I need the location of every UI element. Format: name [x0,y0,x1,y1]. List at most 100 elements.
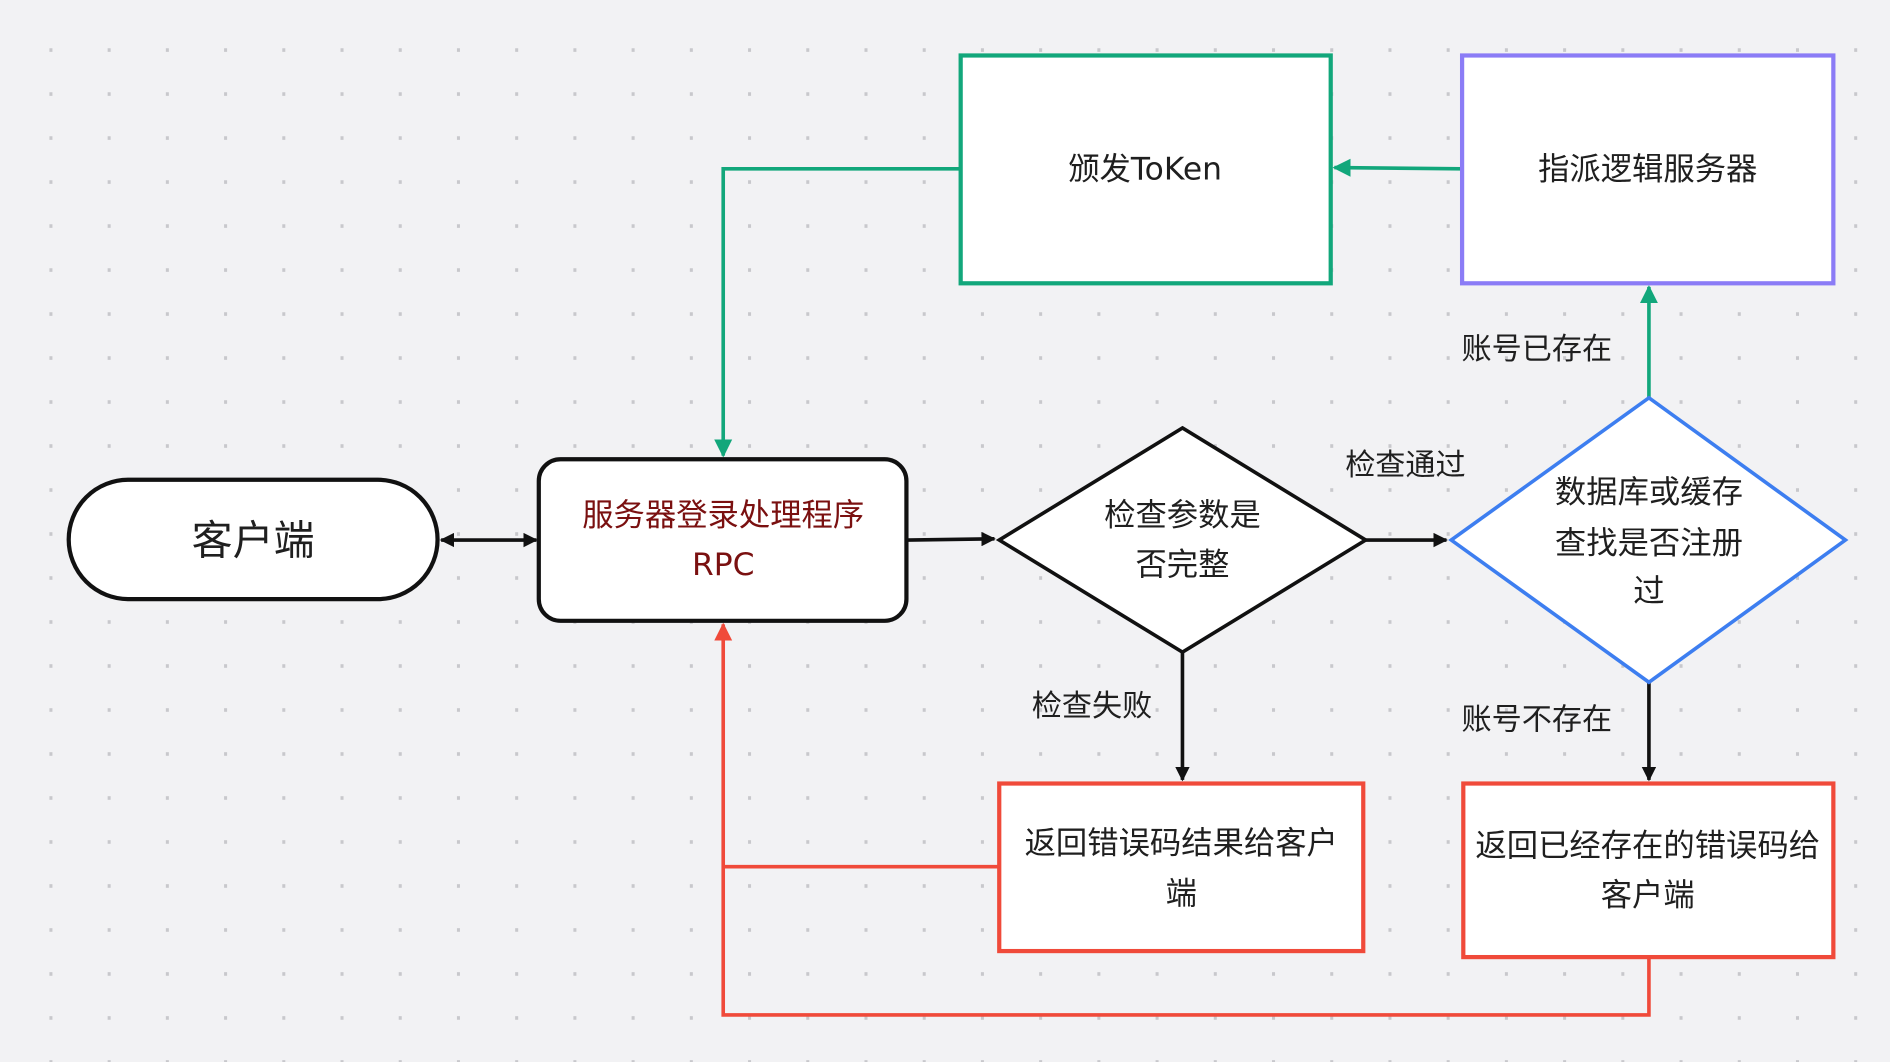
grid-dot [1213,48,1217,52]
grid-dot [631,400,635,404]
grid-dot [806,708,810,712]
grid-dot [864,180,868,184]
grid-dot [165,356,169,360]
grid-dot [1446,752,1450,756]
grid-dot [1563,708,1567,712]
grid-dot [922,664,926,668]
grid-dot [631,796,635,800]
grid-dot [689,1060,693,1062]
node-return-exists[interactable]: 返回已经存在的错误码给 客户端 [1461,781,1836,960]
grid-dot [631,356,635,360]
grid-dot [689,928,693,932]
grid-dot [398,928,402,932]
return-exists-line1: 返回已经存在的错误码给 [1475,828,1820,864]
grid-dot [165,708,169,712]
grid-dot [1330,400,1334,404]
grid-dot [922,268,926,272]
grid-dot [398,796,402,800]
grid-dot [1330,576,1334,580]
grid-dot [398,92,402,96]
grid-dot [1388,884,1392,888]
grid-dot [748,796,752,800]
grid-dot [224,92,228,96]
grid-dot [49,884,53,888]
grid-dot [806,312,810,316]
grid-dot [1097,752,1101,756]
grid-dot [340,620,344,624]
grid-dot [806,1016,810,1020]
grid-dot [1155,752,1159,756]
grid-dot [980,664,984,668]
grid-dot [806,92,810,96]
grid-dot [1039,620,1043,624]
grid-dot [515,840,519,844]
grid-dot [806,752,810,756]
label-check-failed: 检查失败 [1032,689,1153,724]
grid-dot [1272,400,1276,404]
grid-dot [806,928,810,932]
grid-dot [107,268,111,272]
grid-dot [49,356,53,360]
grid-dot [1272,664,1276,668]
grid-dot [1504,1060,1508,1062]
grid-dot [922,708,926,712]
grid-dot [398,400,402,404]
grid-dot [1679,356,1683,360]
node-return-error[interactable]: 返回错误码结果给客户 端 [997,781,1366,954]
grid-dot [748,1060,752,1062]
grid-dot [1621,664,1625,668]
grid-dot [631,180,635,184]
grid-dot [689,444,693,448]
grid-dot [922,1060,926,1062]
grid-dot [1388,752,1392,756]
grid-dot [1272,1060,1276,1062]
node-rpc-handler[interactable]: 服务器登录处理程序 RPC [536,457,909,623]
grid-dot [748,708,752,712]
grid-dot [515,1016,519,1020]
grid-dot [456,48,460,52]
grid-dot [1446,884,1450,888]
grid-dot [398,1016,402,1020]
check-db-line3: 过 [1633,574,1664,610]
grid-dot [689,48,693,52]
grid-dot [748,224,752,228]
grid-dot [806,400,810,404]
node-client[interactable]: 客户端 [66,477,440,602]
grid-dot [631,1016,635,1020]
grid-dot [748,884,752,888]
grid-dot [748,180,752,184]
grid-dot [1737,356,1741,360]
grid-dot [1446,400,1450,404]
grid-dot [398,48,402,52]
node-check-params[interactable]: 检查参数是 否完整 [995,425,1370,655]
grid-dot [1272,444,1276,448]
grid-dot [689,752,693,756]
return-error-line2: 端 [1166,876,1197,912]
grid-dot [1272,708,1276,712]
node-assign-server[interactable]: 指派逻辑服务器 [1459,53,1836,286]
grid-dot [922,532,926,536]
grid-dot [1039,1060,1043,1062]
grid-dot [748,136,752,140]
grid-dot [631,708,635,712]
node-check-db[interactable]: 数据库或缓存 查找是否注册 过 [1448,395,1849,685]
grid-dot [1795,444,1799,448]
grid-dot [1330,972,1334,976]
grid-dot [806,268,810,272]
grid-dot [165,312,169,316]
grid-dot [1854,356,1858,360]
node-issue-token[interactable]: 颁发ToKen [958,53,1333,286]
grid-dot [922,1016,926,1020]
grid-dot [1388,268,1392,272]
grid-dot [224,708,228,712]
grid-dot [980,840,984,844]
client-label: 客户端 [192,517,315,565]
grid-dot [1446,928,1450,932]
grid-dot [689,884,693,888]
grid-dot [165,1016,169,1020]
grid-dot [1388,1060,1392,1062]
grid-dot [1446,1060,1450,1062]
grid-dot [573,224,577,228]
grid-dot [340,796,344,800]
grid-dot [456,92,460,96]
